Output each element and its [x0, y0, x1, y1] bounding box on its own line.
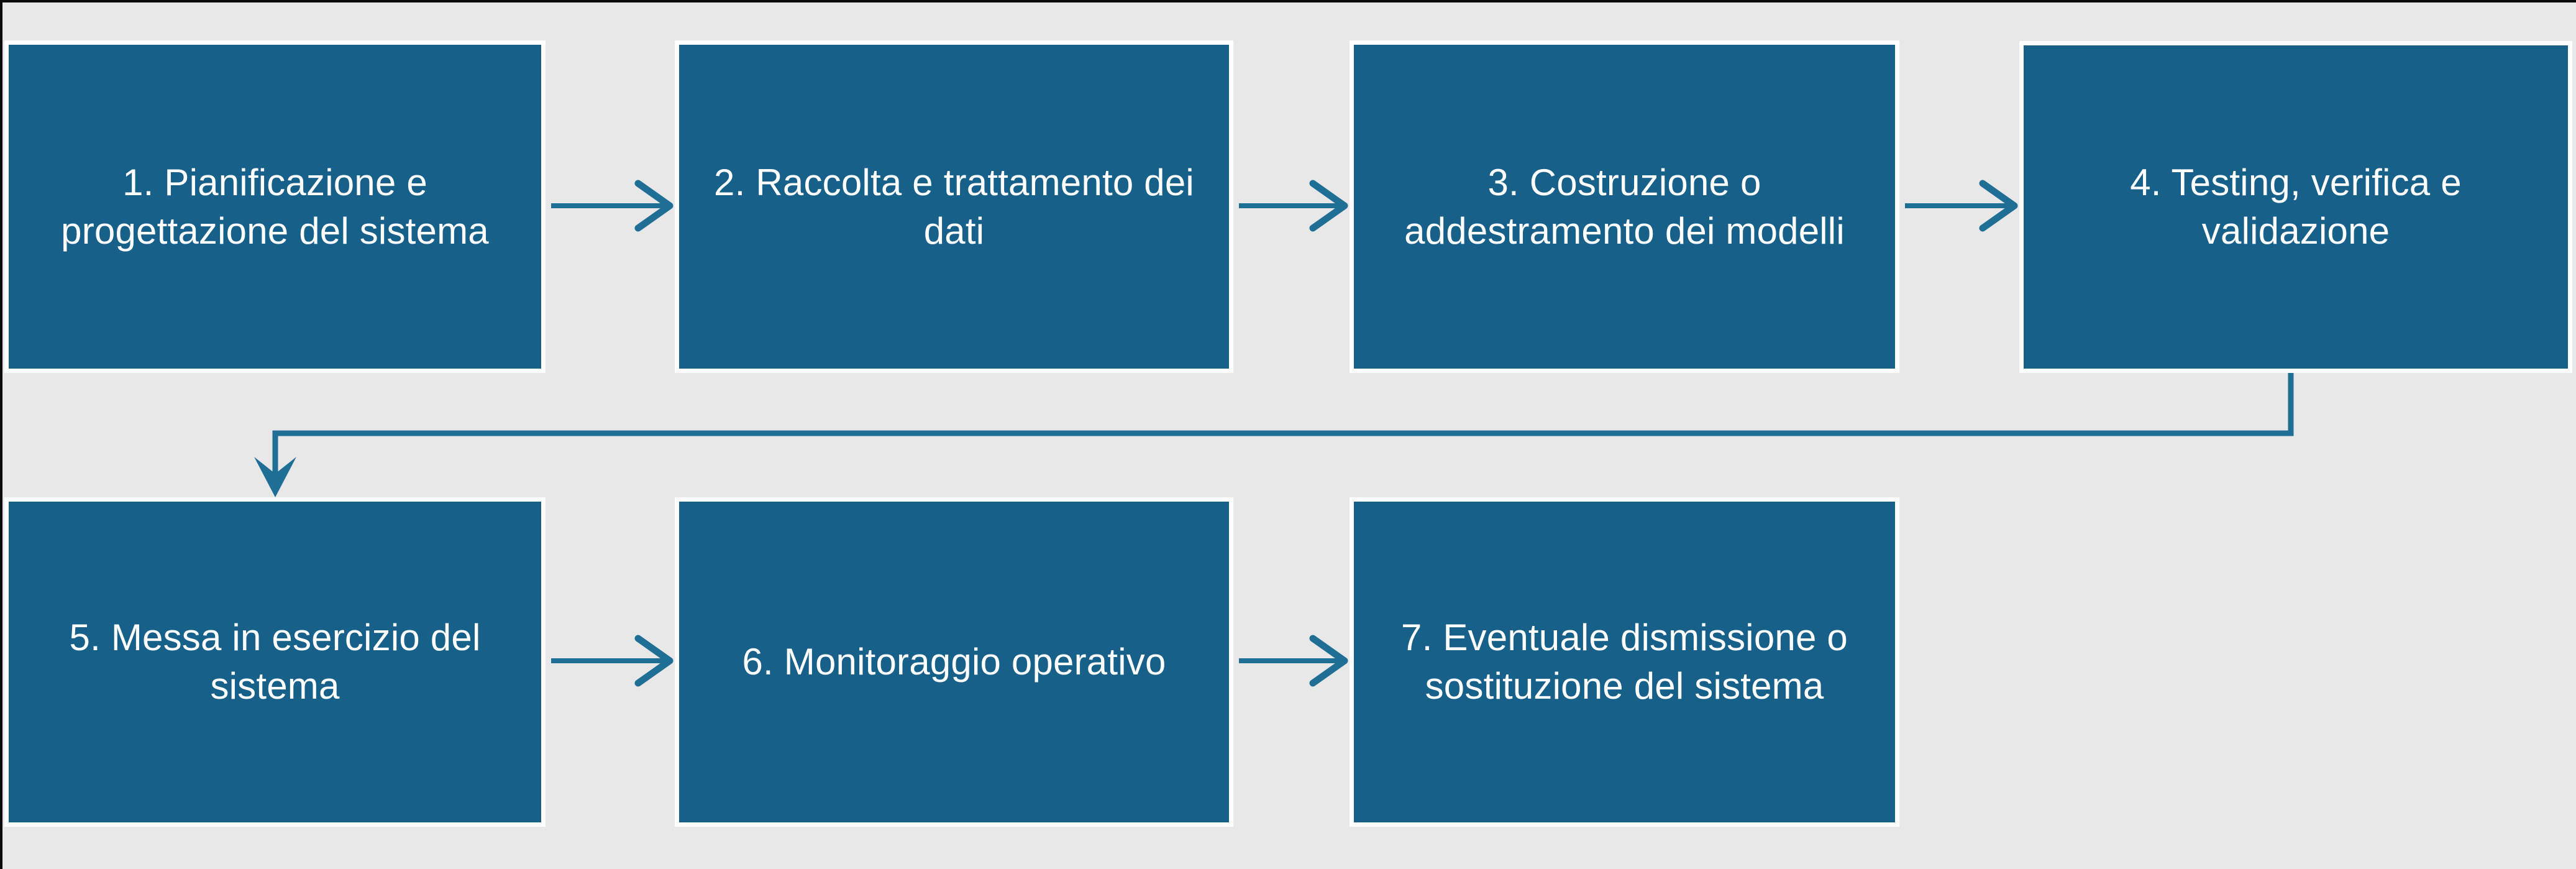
- process-node-label: 7. Eventuale dismissione o sostituzione …: [1401, 617, 1848, 707]
- arrow-step-3-to-step-4: [1905, 180, 2018, 232]
- arrow-step-6-to-step-7: [1239, 635, 1348, 687]
- slide-edge-top: [0, 0, 2576, 2]
- arrow-step-2-to-step-3: [1239, 180, 1348, 232]
- process-node-step-2[interactable]: 2. Raccolta e trattamento dei dati: [675, 40, 1233, 373]
- process-node-label: 3. Costruzione o addestramento dei model…: [1404, 161, 1845, 252]
- process-node-label: 1. Pianificazione e progettazione del si…: [61, 161, 489, 252]
- process-node-step-4[interactable]: 4. Testing, verifica e validazione: [2019, 41, 2572, 373]
- process-node-label: 4. Testing, verifica e validazione: [2130, 162, 2462, 252]
- arrow-step-4-to-step-5: [254, 373, 2294, 497]
- process-node-step-6[interactable]: 6. Monitoraggio operativo: [675, 497, 1233, 827]
- process-node-label: 2. Raccolta e trattamento dei dati: [714, 161, 1194, 252]
- process-node-step-3[interactable]: 3. Costruzione o addestramento dei model…: [1350, 40, 1899, 373]
- arrow-step-5-to-step-6: [551, 635, 674, 687]
- process-node-label: 5. Messa in esercizio del sistema: [69, 617, 481, 707]
- process-node-step-7[interactable]: 7. Eventuale dismissione o sostituzione …: [1350, 497, 1899, 827]
- slide-edge-left: [0, 0, 2, 869]
- arrow-step-1-to-step-2: [551, 180, 674, 232]
- process-node-step-5[interactable]: 5. Messa in esercizio del sistema: [4, 497, 546, 827]
- process-node-label: 6. Monitoraggio operativo: [742, 641, 1166, 683]
- process-node-step-1[interactable]: 1. Pianificazione e progettazione del si…: [4, 40, 546, 373]
